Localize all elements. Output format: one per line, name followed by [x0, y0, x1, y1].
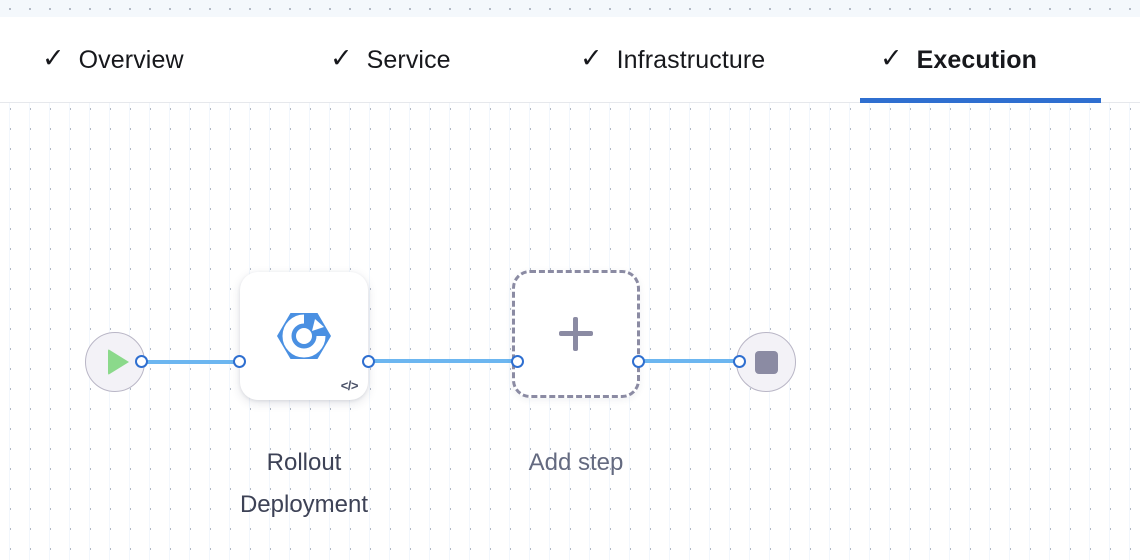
tab-label: Overview	[78, 45, 184, 74]
tab-label: Execution	[916, 45, 1037, 74]
tab-infrastructure[interactable]: ✓ Infrastructure	[560, 17, 840, 103]
tab-service[interactable]: ✓ Service	[310, 17, 510, 103]
node-add-step-label: Add step	[528, 449, 624, 476]
check-icon: ✓	[580, 43, 603, 73]
plus-icon	[559, 317, 593, 351]
rollout-deployment-icon	[277, 313, 331, 359]
port-stop-input[interactable]	[733, 355, 746, 368]
node-start[interactable]	[85, 332, 148, 392]
node-rollout-label: Rollout Deployment	[239, 449, 369, 518]
wizard-tab-bar: ✓ Overview ✓ Service ✓ Infrastructure ✓ …	[0, 17, 1140, 103]
port-start-output[interactable]	[135, 355, 148, 368]
tab-active-underline	[860, 98, 1101, 103]
canvas-top-strip	[0, 0, 1140, 17]
node-rollout-deployment[interactable]: </>	[233, 272, 375, 400]
check-icon: ✓	[880, 43, 903, 73]
port-rollout-output[interactable]	[362, 355, 375, 368]
node-stop[interactable]	[733, 332, 796, 392]
tab-label: Service	[366, 45, 451, 74]
tab-label: Infrastructure	[616, 45, 766, 74]
tab-overview[interactable]: ✓ Overview	[22, 17, 262, 103]
code-icon: </>	[340, 378, 359, 393]
check-icon: ✓	[42, 43, 65, 73]
port-rollout-input[interactable]	[233, 355, 246, 368]
stop-icon	[754, 350, 778, 374]
pipeline-canvas[interactable]: </> Rollout Deployment Add step	[0, 103, 1140, 560]
tab-execution[interactable]: ✓ Execution	[860, 17, 1101, 103]
check-icon: ✓	[330, 43, 353, 73]
play-icon	[108, 349, 129, 375]
stop-terminal[interactable]	[736, 332, 796, 392]
node-add-step[interactable]	[512, 270, 640, 398]
port-add-input[interactable]	[511, 355, 524, 368]
port-add-output[interactable]	[632, 355, 645, 368]
